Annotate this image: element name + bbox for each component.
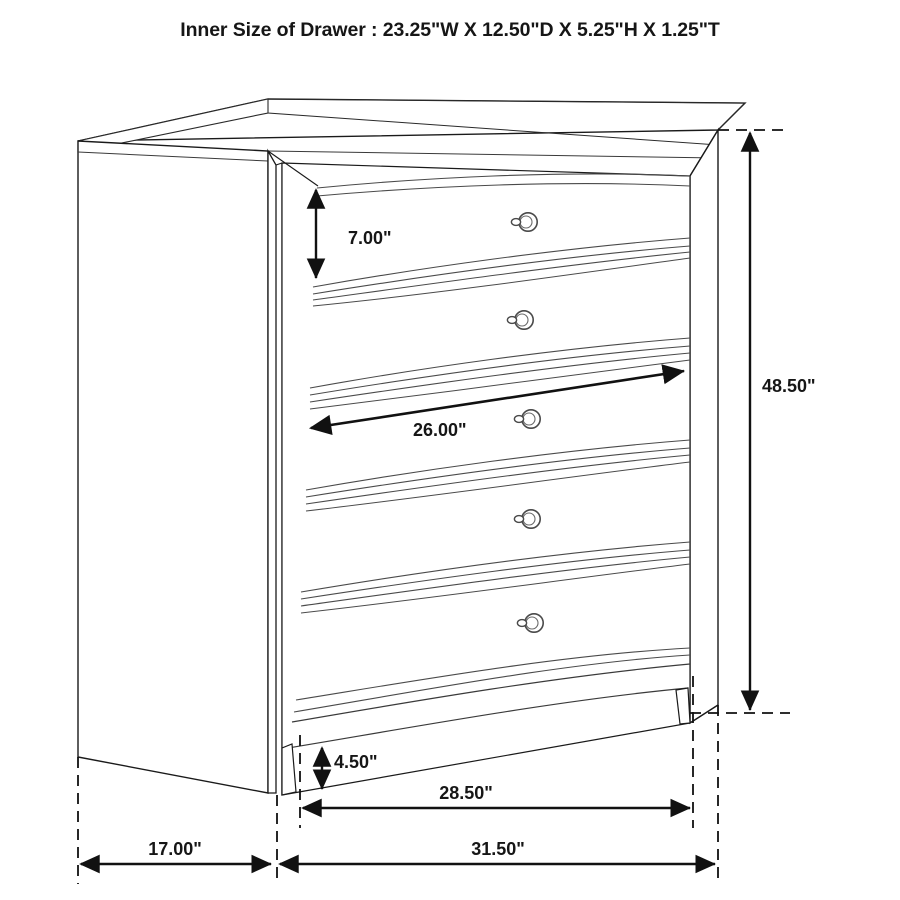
dimension-label-side-depth: 17.00" [148, 839, 202, 859]
drawer-divider-bottom [293, 647, 691, 713]
dimension-drawer-width: 26.00" [308, 364, 686, 440]
drawer-divider-1 [312, 237, 691, 307]
apron-bottom-curve [287, 687, 689, 749]
drawer-divider-top [316, 173, 691, 197]
handle-drawer-2[interactable] [506, 309, 534, 330]
page-title: Inner Size of Drawer : 23.25"W X 12.50"D… [180, 18, 720, 41]
cabinet-top-surface [77, 98, 747, 159]
dimension-label-front-width: 28.50" [439, 783, 493, 803]
dimension-drawer-height: 7.00" [306, 188, 392, 279]
dimension-annotations: 7.00" 26.00" 48.50" 4.50" [77, 129, 816, 884]
dimension-overall-height: 48.50" [690, 129, 816, 714]
legs [281, 687, 719, 796]
dimension-line-drawer-width [308, 364, 686, 435]
leg-rear-right-edge [689, 704, 719, 724]
dimension-side-depth: 17.00" [77, 757, 272, 884]
left-side-panel [77, 140, 269, 794]
top-edge-thickness-front [267, 98, 747, 146]
front-left-stile [267, 148, 283, 795]
dimension-label-overall-height: 48.50" [762, 376, 816, 396]
left-side-face [77, 140, 269, 794]
right-side-face [689, 127, 719, 725]
bottom-apron [287, 663, 691, 749]
right-side-panel [689, 127, 719, 725]
front-left-stile-top-bevel [275, 162, 283, 166]
cabinet-body [77, 98, 747, 796]
dimension-total-width: 31.50" [276, 705, 719, 884]
dimension-leg-height: 4.50" [312, 746, 378, 790]
top-underside-line [267, 150, 719, 159]
drawer-divider-4 [300, 541, 691, 614]
front-left-stile-face [267, 148, 277, 794]
drawer-handles [506, 212, 544, 633]
handle-drawer-4[interactable] [513, 508, 541, 529]
diagram-title-bar: Inner Size of Drawer : 23.25"W X 12.50"D… [0, 0, 900, 60]
leg-front-left [281, 743, 297, 796]
dimension-front-width: 28.50" [299, 676, 694, 828]
dimension-label-total-width: 31.50" [471, 839, 525, 859]
dimension-label-drawer-height: 7.00" [348, 228, 392, 248]
handle-drawer-1[interactable] [510, 212, 538, 233]
left-corner-chamfer [267, 150, 319, 187]
apron-top-curve [291, 663, 691, 723]
drawer-divider-3 [305, 439, 691, 512]
dimension-label-drawer-width: 26.00" [413, 420, 467, 440]
handle-drawer-5[interactable] [516, 612, 544, 633]
left-side-top-inner-line [77, 151, 269, 162]
dimension-label-leg-height: 4.50" [334, 752, 378, 772]
